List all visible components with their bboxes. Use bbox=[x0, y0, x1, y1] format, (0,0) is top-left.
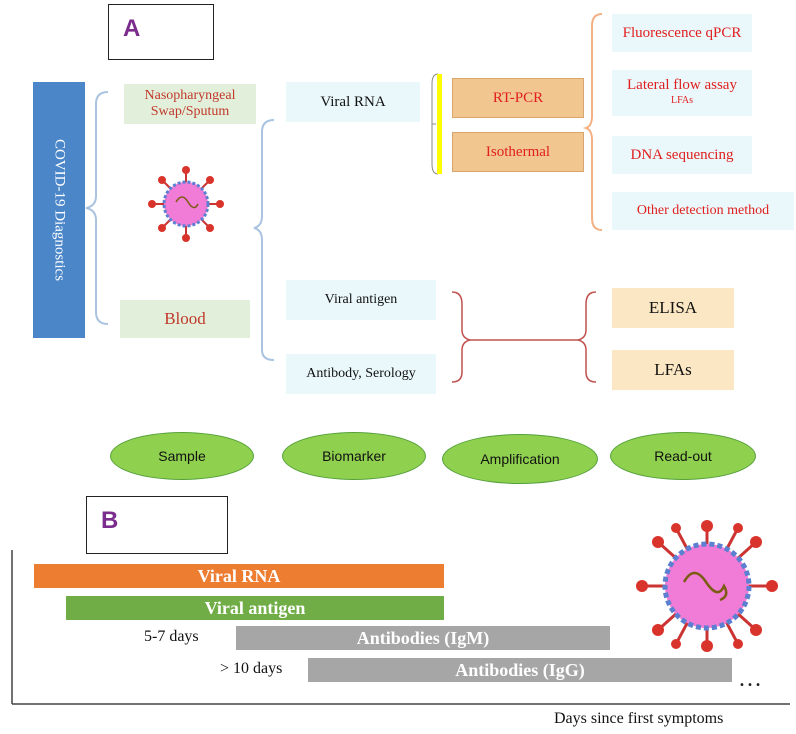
sample-swab-label: Nasopharyngeal Swap/Sputum bbox=[144, 88, 236, 119]
sample-blood-label: Blood bbox=[164, 309, 206, 328]
stage-biomarker-label: Biomarker bbox=[322, 448, 386, 464]
readout-lateral-flow: Lateral flow assay LFAs bbox=[612, 70, 752, 116]
readout-left-bracket bbox=[577, 291, 597, 383]
virus-icon bbox=[148, 166, 224, 242]
stage-readout: Read-out bbox=[610, 432, 756, 480]
x-axis-label: Days since first symptoms bbox=[554, 710, 724, 727]
biomarker-viral-rna-label: Viral RNA bbox=[320, 93, 386, 110]
timeline-ellipsis: … bbox=[738, 666, 762, 692]
biomarker-bracket bbox=[253, 119, 275, 361]
readout-elisa: ELISA bbox=[612, 288, 734, 328]
readout-lfas: LFAs bbox=[612, 350, 734, 390]
readout-lateral-flow-label: Lateral flow assay bbox=[627, 77, 737, 93]
biomarker-antibody-label: Antibody, Serology bbox=[306, 366, 416, 381]
readout-dna-seq: DNA sequencing bbox=[612, 136, 752, 174]
antigen-right-bracket bbox=[451, 291, 471, 383]
biomarker-viral-antigen-label: Viral antigen bbox=[324, 292, 398, 307]
panel-a-label-box: A bbox=[108, 4, 214, 60]
bar-igm: Antibodies (IgM) bbox=[236, 626, 610, 650]
stage-sample: Sample bbox=[110, 432, 254, 480]
bar-igm-label: Antibodies (IgM) bbox=[356, 627, 490, 648]
stage-amplification: Amplification bbox=[442, 434, 598, 484]
stage-sample-label: Sample bbox=[158, 448, 206, 464]
bar-viral-rna: Viral RNA bbox=[34, 564, 444, 588]
amp-isothermal: Isothermal bbox=[452, 132, 584, 172]
panel-a-label: A bbox=[123, 15, 141, 42]
readout-elisa-label: ELISA bbox=[648, 298, 698, 317]
stage-biomarker: Biomarker bbox=[282, 432, 426, 480]
bar-viral-antigen: Viral antigen bbox=[66, 596, 444, 620]
timeline-axes bbox=[11, 550, 790, 705]
readout-fluorescence-label: Fluorescence qPCR bbox=[622, 24, 742, 41]
amp-rt-pcr: RT-PCR bbox=[452, 78, 584, 118]
stage-readout-label: Read-out bbox=[654, 448, 712, 464]
bar-igg: Antibodies (IgG) bbox=[308, 658, 732, 682]
readout-fluorescence: Fluorescence qPCR bbox=[612, 14, 752, 52]
readout-other-label: Other detection method bbox=[636, 203, 770, 218]
bar-igg-label: Antibodies (IgG) bbox=[455, 659, 585, 680]
biomarker-viral-rna: Viral RNA bbox=[286, 82, 420, 122]
amp-yellow-bar bbox=[437, 74, 442, 174]
sample-swab-box: Nasopharyngeal Swap/Sputum bbox=[124, 84, 256, 124]
panel-b-label: B bbox=[101, 507, 119, 534]
amp-isothermal-label: Isothermal bbox=[485, 143, 551, 160]
readout-bracket bbox=[582, 13, 603, 231]
panel-b-label-box: B bbox=[86, 496, 228, 554]
readout-lfas-label: LFAs bbox=[654, 360, 692, 379]
stage-amplification-label: Amplification bbox=[480, 451, 560, 467]
amp-rt-pcr-label: RT-PCR bbox=[492, 89, 544, 106]
readout-dna-seq-label: DNA sequencing bbox=[630, 146, 734, 163]
bar-viral-rna-label: Viral RNA bbox=[197, 565, 281, 586]
biomarker-viral-antigen: Viral antigen bbox=[286, 280, 436, 320]
panel-a-connectors bbox=[85, 13, 603, 383]
readout-other: Other detection method bbox=[612, 192, 794, 230]
igg-onset-label: > 10 days bbox=[220, 660, 283, 677]
diagnostics-side-bar: COVID-19 Diagnostics bbox=[33, 82, 85, 338]
sample-blood-box: Blood bbox=[120, 300, 250, 338]
igm-onset-label: 5-7 days bbox=[144, 628, 199, 645]
readout-lateral-flow-sub: LFAs bbox=[670, 95, 694, 106]
sample-bracket bbox=[85, 91, 109, 325]
amp-bracket-left bbox=[431, 73, 439, 175]
biomarker-antibody: Antibody, Serology bbox=[286, 354, 436, 394]
bar-viral-antigen-label: Viral antigen bbox=[204, 597, 306, 618]
virus-large-icon bbox=[636, 520, 778, 652]
